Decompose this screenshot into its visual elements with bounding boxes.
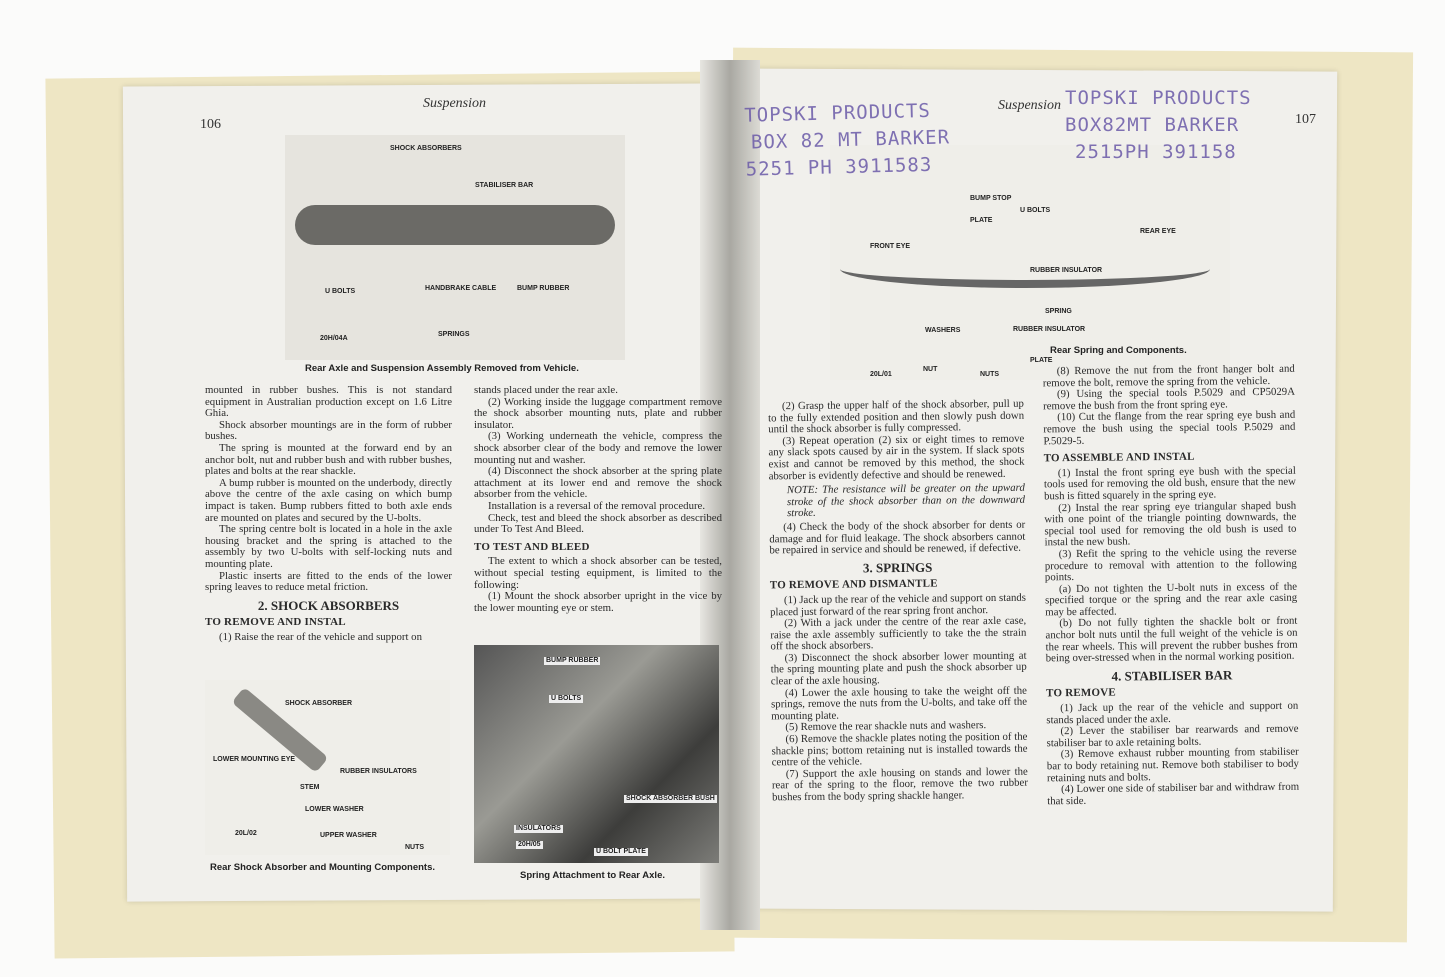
paragraph: (4) Lower the axle housing to take the w… [771, 684, 1028, 723]
paragraph: (6) Remove the shackle plates noting the… [771, 730, 1028, 769]
figure-rear-axle: SHOCK ABSORBERS STABILISER BAR U BOLTS H… [285, 135, 625, 360]
paragraph: Installation is a reversal of the remova… [488, 499, 706, 512]
paragraph: mounted in rubber bushes. This is not st… [205, 384, 452, 420]
paragraph: Plastic inserts are fitted to the ends o… [205, 569, 452, 594]
fig-label: UPPER WASHER [320, 832, 377, 839]
fig-label: BUMP RUBBER [544, 657, 601, 665]
paragraph: (10) Cut the flange from the rear spring… [1043, 409, 1296, 447]
stamp-line: 5251 PH 3911583 [745, 153, 933, 181]
paragraph: The extent to which a shock absorber can… [474, 555, 722, 591]
fig-label: WASHERS [925, 327, 961, 334]
fig-label: LOWER WASHER [305, 806, 364, 813]
fig-label: PLATE [970, 217, 993, 224]
fig-label: HANDBRAKE CABLE [425, 285, 497, 292]
fig-label: SHOCK ABSORBER BUSH [624, 795, 717, 803]
paragraph: (2) With a jack under the centre of the … [770, 614, 1027, 653]
section-subheading: TO ASSEMBLE AND INSTAL [1043, 450, 1195, 465]
fig-label: RUBBER INSULATOR [1013, 326, 1086, 333]
paragraph: stands placed under the rear axle. [474, 384, 618, 396]
section-subheading: TO REMOVE AND DISMANTLE [769, 577, 938, 592]
fig-label: U BOLT PLATE [594, 848, 648, 856]
figure-caption: Rear Spring and Components. [1050, 345, 1187, 356]
paragraph: (1) Instal the front spring eye bush wit… [1043, 464, 1296, 503]
fig-label: BUMP STOP [970, 195, 1012, 202]
fig-label: U BOLTS [325, 288, 356, 295]
fig-label: 20H/05 [516, 841, 543, 849]
fig-label: LOWER MOUNTING EYE [213, 756, 296, 763]
section-subheading: TO REMOVE [1046, 687, 1116, 700]
stamp-line: BOX82MT BARKER [1065, 114, 1240, 136]
section-heading: 2. SHOCK ABSORBERS [257, 597, 400, 613]
left-column-1: mounted in rubber bushes. This is not st… [205, 384, 452, 643]
paragraph: (1) Mount the shock absorber upright in … [474, 590, 722, 614]
paragraph: (2) Instal the rear spring eye triangula… [1044, 499, 1297, 549]
right-column-1: (2) Grasp the upper half of the shock ab… [768, 397, 1028, 804]
paragraph: The spring centre bolt is located in a h… [205, 523, 452, 570]
fig-label: U BOLTS [549, 695, 584, 703]
fig-label: NUTS [980, 371, 1000, 378]
fig-label: INSULATORS [514, 825, 563, 833]
section-heading: 4. STABILISER BAR [1111, 667, 1233, 684]
paragraph: (2) Grasp the upper half of the shock ab… [768, 397, 1025, 436]
section-subheading: TO TEST AND BLEED [474, 540, 590, 553]
figure-caption: Rear Axle and Suspension Assembly Remove… [305, 363, 579, 374]
photo-spring-attachment: BUMP RUBBER U BOLTS SHOCK ABSORBER BUSH … [474, 645, 719, 863]
page-number-right: 107 [1295, 112, 1316, 127]
figure-rear-spring: BUMP STOP U BOLTS PLATE FRONT EYE REAR E… [830, 145, 1230, 380]
section-subheading: TO REMOVE AND INSTAL [205, 616, 346, 629]
paragraph: (3) Repeat operation (2) six or eight ti… [768, 432, 1025, 482]
rubber-stamp-2: TOPSKI PRODUCTS BOX82MT BARKER 2515PH 39… [1065, 85, 1252, 166]
stamp-line: 2515PH 391158 [1075, 141, 1237, 163]
figure-caption: Rear Shock Absorber and Mounting Compone… [210, 862, 436, 873]
paragraph: (3) Working underneath the vehicle, comp… [474, 430, 722, 466]
paragraph: A bump rubber is mounted on the underbod… [205, 476, 452, 524]
fig-label: SHOCK ABSORBERS [390, 145, 462, 152]
paragraph: (3) Remove exhaust rubber mounting from … [1046, 746, 1299, 784]
fig-label: SHOCK ABSORBER [285, 700, 353, 707]
paragraph: Check, test and bleed the shock absorber… [474, 511, 722, 536]
paragraph: The spring is mounted at the forward end… [205, 441, 452, 478]
running-head-right: Suspension [998, 98, 1061, 113]
paragraph: (1) Raise the rear of the vehicle and su… [219, 630, 422, 643]
rubber-stamp-1: TOPSKI PRODUCTS BOX 82 MT BARKER 5251 PH… [744, 97, 951, 183]
fig-label: REAR EYE [1140, 228, 1176, 235]
fig-label: NUT [923, 366, 938, 373]
fig-label: SPRINGS [438, 331, 470, 338]
figure-shock-absorber: SHOCK ABSORBER LOWER MOUNTING EYE RUBBER… [205, 680, 450, 855]
paragraph: Shock absorber mountings are in the form… [205, 418, 452, 443]
fig-label: 20L/01 [870, 371, 892, 378]
fig-label: SPRING [1045, 308, 1072, 315]
paragraph: (4) Disconnect the shock absorber at the… [474, 465, 722, 501]
paragraph: (3) Refit the spring to the vehicle usin… [1044, 545, 1297, 584]
fig-label: STABILISER BAR [475, 182, 534, 189]
right-column-2: (8) Remove the nut from the front hanger… [1043, 363, 1300, 808]
fig-label: PLATE [1030, 357, 1053, 364]
paragraph: (b) Do not fully tighten the shackle bol… [1045, 615, 1298, 665]
fig-label: 20L/02 [235, 830, 257, 837]
paragraph: (2) Working inside the luggage compartme… [474, 395, 722, 431]
fig-label: RUBBER INSULATORS [340, 768, 417, 775]
fig-label: U BOLTS [1020, 207, 1051, 214]
fig-label: NUTS [405, 844, 425, 851]
left-column-2: stands placed under the rear axle.(2) Wo… [474, 384, 722, 614]
axle-drawing [295, 205, 615, 245]
fig-label: RUBBER INSULATOR [1030, 267, 1103, 274]
fig-label: BUMP RUBBER [517, 285, 570, 292]
paragraph: (a) Do not tighten the U-bolt nuts in ex… [1045, 580, 1298, 619]
page-number-left: 106 [200, 117, 221, 132]
running-head-left: Suspension [423, 96, 486, 111]
paragraph: (7) Support the axle housing on stands a… [771, 765, 1028, 804]
stamp-line: TOPSKI PRODUCTS [1065, 87, 1252, 109]
paragraph: (3) Disconnect the shock absorber lower … [770, 649, 1027, 688]
note-text: NOTE: The resistance will be greater on … [786, 481, 1026, 520]
figure-caption: Spring Attachment to Rear Axle. [520, 870, 665, 881]
paragraph: (4) Lower one side of stabiliser bar and… [1047, 780, 1300, 808]
paragraph: (4) Check the body of the shock absorber… [769, 518, 1026, 557]
leaf-spring-drawing [840, 250, 1210, 288]
fig-label: 20H/04A [320, 335, 348, 342]
section-heading: 3. SPRINGS [862, 559, 933, 576]
fig-label: FRONT EYE [870, 243, 911, 250]
fig-label: STEM [300, 784, 320, 791]
